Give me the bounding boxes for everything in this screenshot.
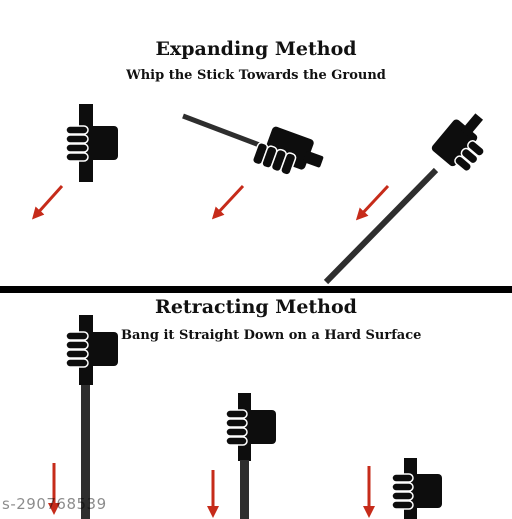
expanding-method-subtitle: Whip the Stick Towards the Ground [126, 68, 386, 83]
retract-step1-grip [65, 315, 118, 519]
hand-grip-icon [225, 409, 276, 446]
retract-step2-grip [225, 393, 276, 519]
hand-grip-icon [251, 126, 324, 176]
expand-step1-grip [65, 104, 118, 182]
baton-icon [323, 167, 439, 285]
watermark: s-290768539 [2, 495, 107, 513]
arrow-down-left-icon [355, 184, 390, 221]
baton-icon [182, 113, 263, 149]
retracting-method-title: Retracting Method [155, 296, 357, 318]
baton-icon [81, 385, 90, 519]
hand-grip-icon [391, 473, 442, 510]
expanding-method-title: Expanding Method [155, 38, 357, 60]
hand-grip-icon [65, 125, 118, 162]
expand-step3-grip [323, 113, 485, 285]
retract-step3-grip [391, 458, 442, 519]
arrow-down-left-icon [31, 184, 64, 220]
arrow-down-left-icon [211, 184, 245, 220]
hand-grip-icon [65, 331, 118, 368]
hand-grip-icon [431, 113, 485, 173]
retracting-method-subtitle: Bang it Straight Down on a Hard Surface [121, 328, 422, 343]
section-divider [0, 286, 512, 293]
expand-step2-grip [182, 113, 324, 176]
baton-icon [240, 460, 249, 519]
